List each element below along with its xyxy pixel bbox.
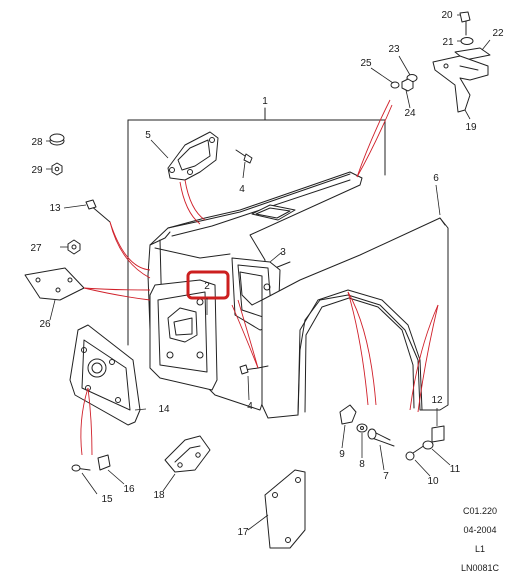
callout-13: 13 bbox=[49, 203, 61, 214]
nut-part-27 bbox=[67, 239, 81, 255]
callout-8: 8 bbox=[359, 459, 365, 470]
reference-leaders bbox=[80, 99, 439, 456]
callout-4-top: 4 bbox=[239, 184, 245, 195]
nut-part-16 bbox=[97, 454, 111, 471]
clip-part-12 bbox=[431, 425, 445, 443]
callout-4-bottom: 4 bbox=[247, 401, 253, 412]
nut-part-24 bbox=[401, 78, 414, 92]
callout-22: 22 bbox=[492, 28, 504, 39]
drawing-footer: C01.220 04-2004 L1 LN0081C bbox=[461, 506, 500, 573]
callout-21: 21 bbox=[442, 37, 454, 48]
screw-part-13 bbox=[85, 199, 111, 223]
assembly-bracket-outline bbox=[127, 107, 386, 346]
callout-5: 5 bbox=[145, 130, 151, 141]
bolt-part-10 bbox=[405, 444, 426, 461]
washer-part-21 bbox=[460, 37, 474, 45]
callout-leaders bbox=[46, 14, 491, 531]
screw-part-4-top bbox=[235, 149, 253, 164]
screw-part-4-bottom bbox=[239, 364, 269, 375]
nut-part-29 bbox=[51, 162, 63, 176]
footer-level: L1 bbox=[475, 544, 485, 554]
highlight-callout-2 bbox=[186, 270, 230, 300]
callout-16: 16 bbox=[123, 484, 135, 495]
callout-24: 24 bbox=[404, 108, 416, 119]
callout-11: 11 bbox=[450, 464, 461, 475]
plate-part-17 bbox=[264, 469, 306, 549]
footer-ref: LN0081C bbox=[461, 563, 500, 573]
callout-23: 23 bbox=[388, 44, 400, 55]
callout-1: 1 bbox=[262, 96, 268, 107]
callout-20: 20 bbox=[441, 10, 453, 21]
outer-wing-panel-part bbox=[261, 217, 449, 419]
callout-28: 28 bbox=[31, 137, 43, 148]
callout-7: 7 bbox=[383, 471, 389, 482]
callout-12: 12 bbox=[431, 395, 443, 406]
inner-panel-part bbox=[149, 279, 218, 391]
callout-29: 29 bbox=[31, 165, 43, 176]
callout-10: 10 bbox=[427, 476, 439, 487]
washer-part-25 bbox=[390, 81, 400, 89]
bracket-part-5 bbox=[167, 131, 219, 181]
callout-6: 6 bbox=[433, 173, 439, 184]
bolt-part-7 bbox=[367, 428, 395, 447]
callout-3: 3 bbox=[280, 247, 286, 258]
washer-part-8 bbox=[356, 423, 368, 433]
gasket-part-14 bbox=[69, 324, 141, 426]
callout-27: 27 bbox=[30, 243, 42, 254]
hinge-bracket-part-19 bbox=[432, 55, 489, 113]
callout-labels: 1 2 3 4 4 5 6 7 8 9 10 11 12 13 14 15 16… bbox=[30, 10, 504, 538]
callout-18: 18 bbox=[153, 490, 165, 501]
nut-part-28 bbox=[49, 133, 65, 146]
callout-2: 2 bbox=[204, 281, 210, 292]
callout-14: 14 bbox=[158, 404, 170, 415]
callout-26: 26 bbox=[39, 319, 51, 330]
callout-19: 19 bbox=[465, 122, 477, 133]
washer-part-11 bbox=[422, 440, 434, 450]
bolt-part-20 bbox=[459, 11, 471, 36]
callout-15: 15 bbox=[101, 494, 113, 505]
callout-25: 25 bbox=[360, 58, 372, 69]
plate-part-26 bbox=[24, 267, 85, 301]
bracket-part-18 bbox=[164, 435, 211, 473]
bolt-part-15 bbox=[71, 464, 91, 472]
footer-code: C01.220 bbox=[463, 506, 497, 516]
footer-date: 04-2004 bbox=[463, 525, 496, 535]
bracket-part-9 bbox=[339, 404, 357, 425]
callout-17: 17 bbox=[237, 527, 249, 538]
callout-9: 9 bbox=[339, 449, 345, 460]
